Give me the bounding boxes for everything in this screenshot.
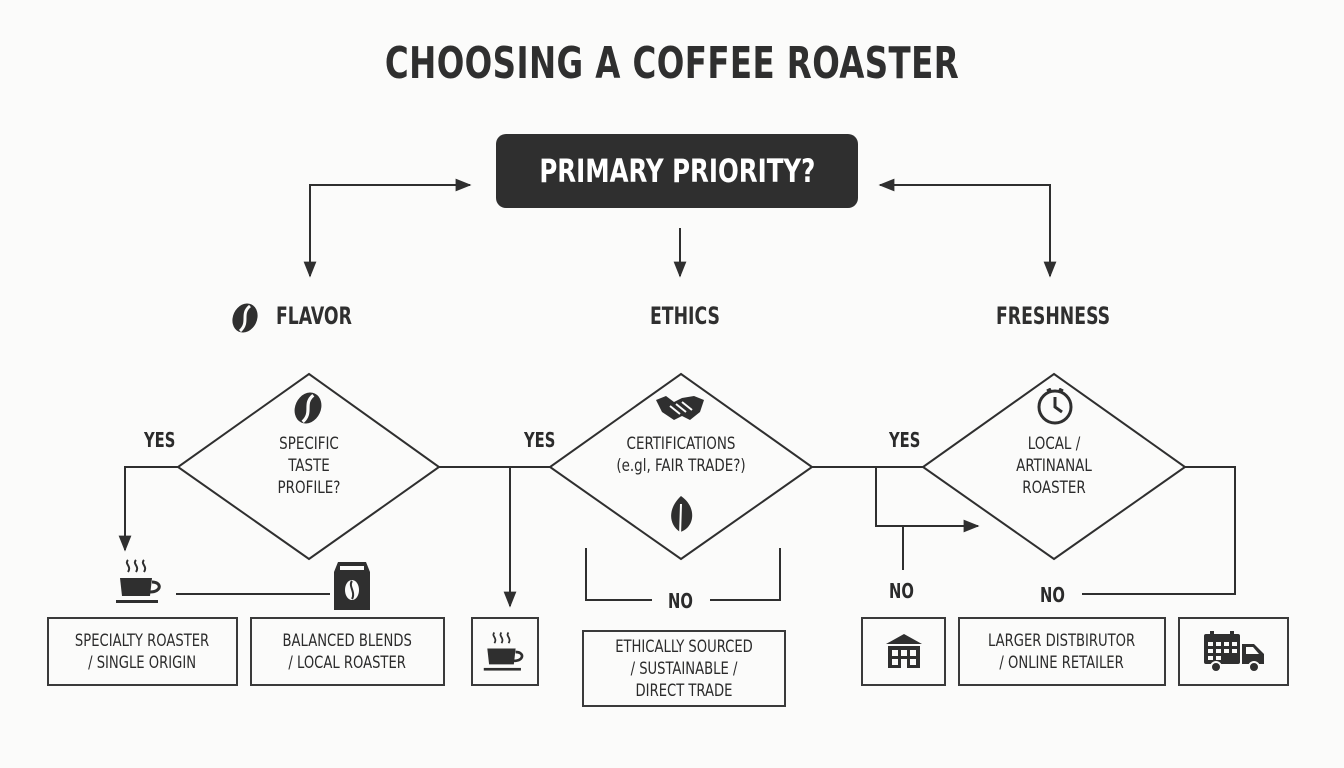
outcome-shop-box [861,617,946,686]
decision-diamond-freshness [921,372,1187,561]
decision-diamond-ethics [548,372,814,561]
leaf-icon [671,496,693,537]
coffee-cup-icon [483,631,524,671]
coffee-bag-icon [334,562,370,610]
flavor-decision-icon-wrap [292,390,324,430]
category-freshness: FRESHNESS [996,302,1111,330]
outcome-specialty-roaster: SPECIALTY ROASTER/ SINGLE ORIGIN [47,617,238,686]
connector-ethics-no-left [585,548,652,601]
storefront-icon [885,633,922,668]
ethics-leaf-icon-wrap [666,494,696,542]
outcome-ethically-sourced: ETHICALLY SOURCED/ SUSTAINABLE /DIRECT T… [582,630,786,707]
category-flavor: FLAVOR [276,302,352,330]
page-title: CHOOSING A COFFEE ROASTER [384,38,960,89]
handshake-icon [656,396,704,420]
category-ethics: ETHICS [650,302,720,330]
outcome-cup-box [471,617,539,686]
label-yes-freshness: YES [889,428,921,452]
label-yes-ethics: YES [524,428,556,452]
cup-outcome-icon-wrap [114,556,166,612]
arrow-root-to-freshness [878,178,1057,278]
outcome-balanced-blends: BALANCED BLENDS/ LOCAL ROASTER [250,617,445,686]
arrow-freshness-yes [875,467,980,533]
coffee-cup-icon [116,559,161,603]
arrow-flavor-yes [118,466,178,552]
arrow-root-to-flavor [303,178,472,278]
primary-priority-label: PRIMARY PRIORITY? [539,152,815,190]
delivery-truck-icon [1203,630,1264,673]
label-yes-flavor: YES [144,428,176,452]
decision-ethics-text: CERTIFICATIONS(e.gl, FAIR TRADE?) [616,434,746,476]
coffee-bean-icon [294,392,322,424]
outcome-larger-distributor: LARGER DISTBIRUTOR/ ONLINE RETAILER [958,617,1166,686]
flavor-category-icon-wrap [230,302,260,338]
coffee-bean-icon [232,303,258,333]
clock-icon [1037,387,1073,425]
bag-outcome-icon-wrap [330,558,374,616]
label-no-freshness-left: NO [889,579,914,603]
label-no-ethics: NO [668,589,693,613]
primary-priority-node: PRIMARY PRIORITY? [496,134,858,208]
connector-freshness-right [1082,466,1236,595]
decision-diamond-flavor [176,372,441,561]
ethics-decision-icon-wrap [654,392,706,428]
connector-ethics-no-right [710,548,781,601]
outcome-delivery-box [1178,617,1289,686]
freshness-decision-icon-wrap [1036,387,1074,430]
label-no-freshness-right: NO [1040,583,1065,607]
